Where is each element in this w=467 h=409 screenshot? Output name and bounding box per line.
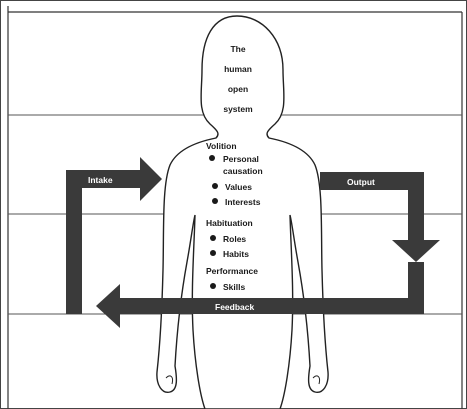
item-skills: Skills (223, 282, 245, 292)
item-personal: Personal (223, 154, 259, 164)
title-line: The (230, 44, 245, 54)
item-interests: Interests (225, 197, 261, 207)
bullet-icon (210, 235, 216, 241)
feedback-arrow (96, 262, 424, 328)
right-hand-detail (312, 375, 320, 385)
section-heading-volition: Volition (206, 141, 237, 151)
bullet-icon (209, 155, 215, 161)
title-line: system (223, 104, 253, 114)
intake-arrow (66, 157, 162, 314)
intake-label: Intake (88, 175, 113, 185)
section-heading-performance: Performance (206, 266, 258, 276)
item-habits: Habits (223, 249, 249, 259)
bullet-icon (210, 250, 216, 256)
diagram-title: The human open system (223, 44, 253, 114)
output-label: Output (347, 177, 375, 187)
item-causation: causation (223, 166, 263, 176)
output-arrow (320, 172, 440, 262)
item-values: Values (225, 182, 252, 192)
item-roles: Roles (223, 234, 246, 244)
title-line: human (224, 64, 252, 74)
bullet-icon (210, 283, 216, 289)
feedback-label: Feedback (215, 302, 254, 312)
bullet-icon (212, 183, 218, 189)
bullet-icon (212, 198, 218, 204)
title-line: open (228, 84, 248, 94)
left-hand-detail (165, 375, 173, 385)
section-heading-habituation: Habituation (206, 218, 253, 228)
